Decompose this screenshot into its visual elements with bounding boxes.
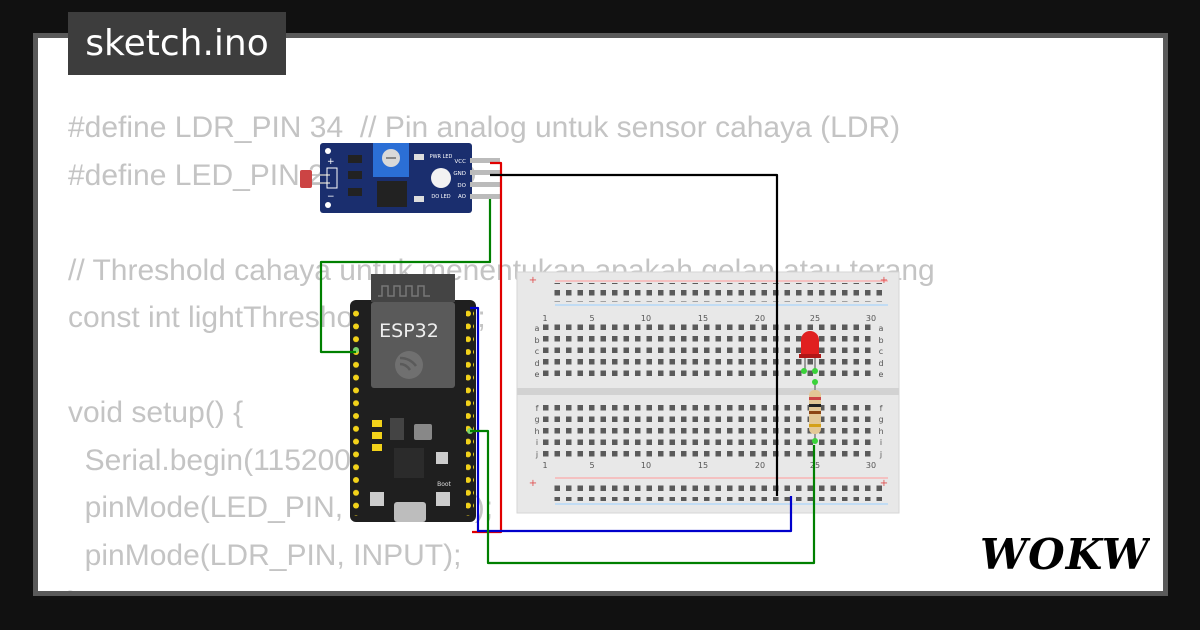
bb-col-10: 10 xyxy=(641,461,651,470)
bb-col-20: 20 xyxy=(755,314,765,323)
bb-row-f: f xyxy=(536,404,539,413)
status-led xyxy=(431,168,451,188)
code-line: pinMode(LDR_PIN, INPUT); xyxy=(68,538,462,572)
wire-black xyxy=(490,173,779,496)
wire-blue xyxy=(470,306,793,533)
file-tab[interactable]: sketch.ino xyxy=(68,12,286,75)
breadboard: 1 5 10 15 20 25 30 1 5 10 15 20 25 30 a … xyxy=(516,271,900,514)
bb-row-d: d xyxy=(534,359,539,368)
ldr-plus-label: + xyxy=(327,157,335,167)
bb-row-j: j xyxy=(535,450,538,459)
bb-row-g: g xyxy=(878,415,883,424)
bb-col-5: 5 xyxy=(589,314,594,323)
bb-plus-sign: + xyxy=(880,275,888,286)
code-line: #define LDR_PIN 34 // Pin analog untuk s… xyxy=(68,111,901,144)
bb-row-c: c xyxy=(535,347,539,356)
bb-row-e: e xyxy=(879,370,884,379)
bb-col-10: 10 xyxy=(641,314,651,323)
pin-vcc-label: VCC xyxy=(455,159,467,165)
code-line: Serial.begin(115200); xyxy=(68,443,370,477)
wokwi-logo-text: WOKWi xyxy=(980,530,1150,579)
bb-row-a: a xyxy=(879,324,884,333)
bb-col-1: 1 xyxy=(542,461,547,470)
ldr-module[interactable]: + − PWR LED DO LED VCC GND DO AO xyxy=(300,143,500,213)
bb-col-1: 1 xyxy=(542,314,547,323)
bb-col-15: 15 xyxy=(698,461,708,470)
bb-row-i: i xyxy=(880,438,882,447)
boot-button[interactable] xyxy=(436,452,448,464)
bb-col-30: 30 xyxy=(866,314,876,323)
bb-col-20: 20 xyxy=(755,461,765,470)
bb-plus-sign: + xyxy=(529,275,537,286)
usb-port xyxy=(394,502,426,522)
wokwi-logo: WOKWi xyxy=(980,530,1150,579)
wire-red xyxy=(472,161,503,534)
bb-row-f: f xyxy=(880,404,883,413)
red-led[interactable] xyxy=(799,331,821,374)
bb-col-25: 25 xyxy=(810,314,820,323)
code-line: void setup() { xyxy=(68,396,244,429)
bb-col-15: 15 xyxy=(698,314,708,323)
bb-row-e: e xyxy=(535,370,540,379)
pin-do-label: DO xyxy=(457,183,466,189)
reset-button[interactable] xyxy=(370,492,384,506)
bb-row-h: h xyxy=(534,427,539,436)
bb-row-i: i xyxy=(536,438,538,447)
pin-gnd-label: GND xyxy=(453,171,466,177)
bb-row-b: b xyxy=(878,336,883,345)
wire-green-led xyxy=(470,429,816,565)
pin-ao-label: AO xyxy=(458,194,467,200)
bb-row-a: a xyxy=(535,324,540,333)
ldr-sensor xyxy=(300,170,312,188)
espressif-logo-icon xyxy=(395,351,423,379)
wires xyxy=(319,161,816,565)
bb-row-j: j xyxy=(879,450,882,459)
esp32-label: ESP32 xyxy=(379,320,439,342)
esp32-board[interactable]: ESP32 Boot xyxy=(350,274,476,522)
bb-row-d: d xyxy=(878,359,883,368)
bb-row-h: h xyxy=(878,427,883,436)
bb-col-5: 5 xyxy=(589,461,594,470)
bb-plus-sign: + xyxy=(529,478,537,489)
bb-plus-sign: + xyxy=(880,478,888,489)
bb-row-c: c xyxy=(879,347,883,356)
bb-row-b: b xyxy=(534,336,539,345)
boot-label: Boot xyxy=(437,481,451,488)
bb-col-30: 30 xyxy=(866,461,876,470)
ldr-minus-label: − xyxy=(327,192,335,202)
do-led-label: DO LED xyxy=(431,194,450,200)
code-line: } xyxy=(68,586,78,591)
resistor[interactable] xyxy=(809,379,821,444)
wire-green-ao xyxy=(319,199,492,354)
bb-row-g: g xyxy=(534,415,539,424)
pwr-led-label: PWR LED xyxy=(430,154,453,160)
